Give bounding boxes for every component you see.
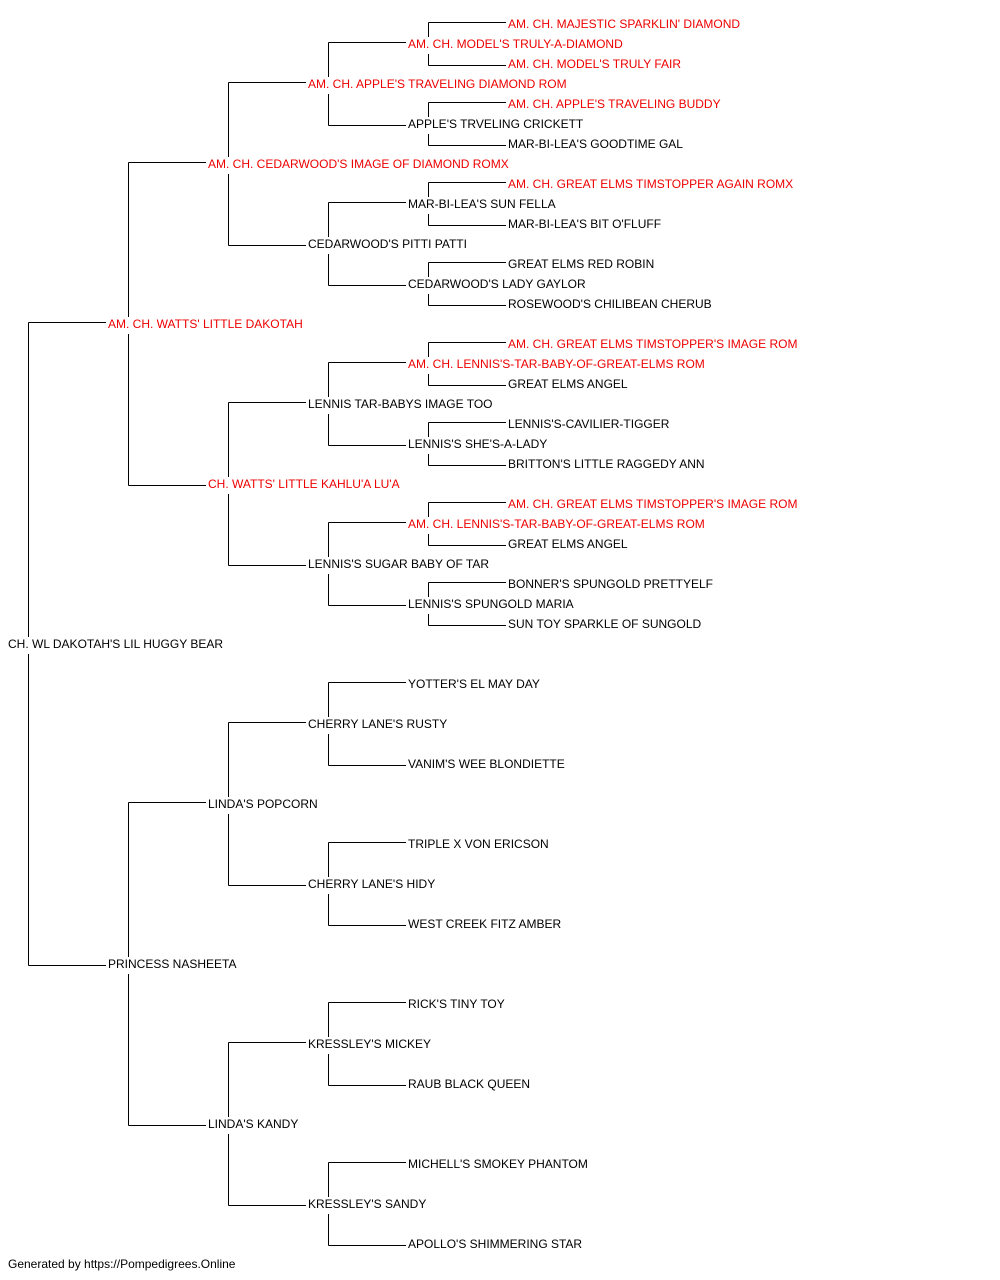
pedigree-entry-pedigree-dam-dam-dam: KRESSLEY'S SANDY	[308, 1197, 429, 1211]
pedigree-entry-pedigree-sire-sire-sire-dam-sire: AM. CH. APPLE'S TRAVELING BUDDY	[508, 97, 723, 111]
pedigree-entry-pedigree-dam-sire-dam-sire: TRIPLE X VON ERICSON	[408, 837, 551, 851]
pedigree-entry-pedigree-sire-dam-dam-dam-sire: BONNER'S SPUNGOLD PRETTYELF	[508, 577, 715, 591]
pedigree-entry-pedigree-sire-sire-dam: CEDARWOOD'S PITTI PATTI	[308, 237, 469, 251]
pedigree-entry-pedigree-sire-sire-sire-sire: AM. CH. MODEL'S TRULY-A-DIAMOND	[408, 37, 625, 51]
pedigree-entry-pedigree-sire-sire: AM. CH. CEDARWOOD'S IMAGE OF DIAMOND ROM…	[208, 157, 511, 171]
pedigree-entry-pedigree-dam-sire-sire-sire: YOTTER'S EL MAY DAY	[408, 677, 542, 691]
pedigree-entry-pedigree-dam-dam-dam-sire: MICHELL'S SMOKEY PHANTOM	[408, 1157, 590, 1171]
pedigree-entry-pedigree-sire-sire-dam-sire-dam: MAR-BI-LEA'S BIT O'FLUFF	[508, 217, 664, 231]
pedigree-entry-pedigree-dam-dam-sire-dam: RAUB BLACK QUEEN	[408, 1077, 533, 1091]
pedigree-entry-pedigree-sire-dam-dam-dam: LENNIS'S SPUNGOLD MARIA	[408, 597, 576, 611]
pedigree-entry-pedigree-dam-sire: LINDA'S POPCORN	[208, 797, 320, 811]
pedigree-entry-pedigree-sire-sire-dam-sire: MAR-BI-LEA'S SUN FELLA	[408, 197, 558, 211]
pedigree-entry-pedigree-sire-dam-sire-sire-sire: AM. CH. GREAT ELMS TIMSTOPPER'S IMAGE RO…	[508, 337, 800, 351]
pedigree-entry-pedigree-sire-sire-sire: AM. CH. APPLE'S TRAVELING DIAMOND ROM	[308, 77, 569, 91]
generated-by-footer: Generated by https://Pompedigrees.Online	[8, 1257, 236, 1271]
pedigree-entry-pedigree-dam-sire-sire-dam: VANIM'S WEE BLONDIETTE	[408, 757, 567, 771]
pedigree-entry-pedigree-sire-dam-dam-sire-dam: GREAT ELMS ANGEL	[508, 537, 630, 551]
pedigree-entry-pedigree-dam-dam-dam-dam: APOLLO'S SHIMMERING STAR	[408, 1237, 585, 1251]
pedigree-entry-pedigree-sire-dam-dam-sire: AM. CH. LENNIS'S-TAR-BABY-OF-GREAT-ELMS …	[408, 517, 707, 531]
pedigree-entry-pedigree-dam-dam: LINDA'S KANDY	[208, 1117, 301, 1131]
pedigree-entry-pedigree-sire-dam-sire-dam: LENNIS'S SHE'S-A-LADY	[408, 437, 550, 451]
pedigree-entry-pedigree-sire-sire-sire-sire-dam: AM. CH. MODEL'S TRULY FAIR	[508, 57, 683, 71]
pedigree-entry-pedigree-sire-dam-sire-sire-dam: GREAT ELMS ANGEL	[508, 377, 630, 391]
pedigree-entry-pedigree-sire-dam: CH. WATTS' LITTLE KAHLU'A LU'A	[208, 477, 402, 491]
pedigree-entry-pedigree-sire-dam-dam-sire-sire: AM. CH. GREAT ELMS TIMSTOPPER'S IMAGE RO…	[508, 497, 800, 511]
pedigree-entry-pedigree-dam-sire-dam-dam: WEST CREEK FITZ AMBER	[408, 917, 564, 931]
pedigree-entry-pedigree-sire-sire-dam-dam-sire: GREAT ELMS RED ROBIN	[508, 257, 657, 271]
pedigree-entry-pedigree-sire-sire-sire-sire-sire: AM. CH. MAJESTIC SPARKLIN' DIAMOND	[508, 17, 743, 31]
pedigree-entry-pedigree-sire: AM. CH. WATTS' LITTLE DAKOTAH	[108, 317, 305, 331]
pedigree-entry-pedigree-sire-dam-dam-dam-dam: SUN TOY SPARKLE OF SUNGOLD	[508, 617, 704, 631]
pedigree-entry-pedigree-dam: PRINCESS NASHEETA	[108, 957, 239, 971]
pedigree-entry-pedigree-dam-dam-sire-sire: RICK'S TINY TOY	[408, 997, 507, 1011]
pedigree-entry-pedigree-sire-dam-dam: LENNIS'S SUGAR BABY OF TAR	[308, 557, 492, 571]
pedigree-entry-pedigree-sire-sire-dam-sire-sire: AM. CH. GREAT ELMS TIMSTOPPER AGAIN ROMX	[508, 177, 796, 191]
pedigree-entry-pedigree-sire-sire-sire-dam-dam: MAR-BI-LEA'S GOODTIME GAL	[508, 137, 685, 151]
pedigree-entry-pedigree-sire-dam-sire: LENNIS TAR-BABYS IMAGE TOO	[308, 397, 495, 411]
pedigree-entry-pedigree-sire-sire-dam-dam-dam: ROSEWOOD'S CHILIBEAN CHERUB	[508, 297, 714, 311]
pedigree-entry-pedigree-sire-dam-sire-dam-sire: LENNIS'S-CAVILIER-TIGGER	[508, 417, 672, 431]
pedigree-entry-pedigree-dam-sire-sire: CHERRY LANE'S RUSTY	[308, 717, 450, 731]
pedigree-entry-pedigree-sire-sire-sire-dam: APPLE'S TRVELING CRICKETT	[408, 117, 586, 131]
pedigree-entry-pedigree: CH. WL DAKOTAH'S LIL HUGGY BEAR	[8, 637, 226, 651]
pedigree-entry-pedigree-sire-dam-sire-dam-dam: BRITTON'S LITTLE RAGGEDY ANN	[508, 457, 707, 471]
pedigree-entry-pedigree-dam-sire-dam: CHERRY LANE'S HIDY	[308, 877, 438, 891]
pedigree-entry-pedigree-dam-dam-sire: KRESSLEY'S MICKEY	[308, 1037, 433, 1051]
pedigree-entry-pedigree-sire-sire-dam-dam: CEDARWOOD'S LADY GAYLOR	[408, 277, 588, 291]
pedigree-entry-pedigree-sire-dam-sire-sire: AM. CH. LENNIS'S-TAR-BABY-OF-GREAT-ELMS …	[408, 357, 707, 371]
